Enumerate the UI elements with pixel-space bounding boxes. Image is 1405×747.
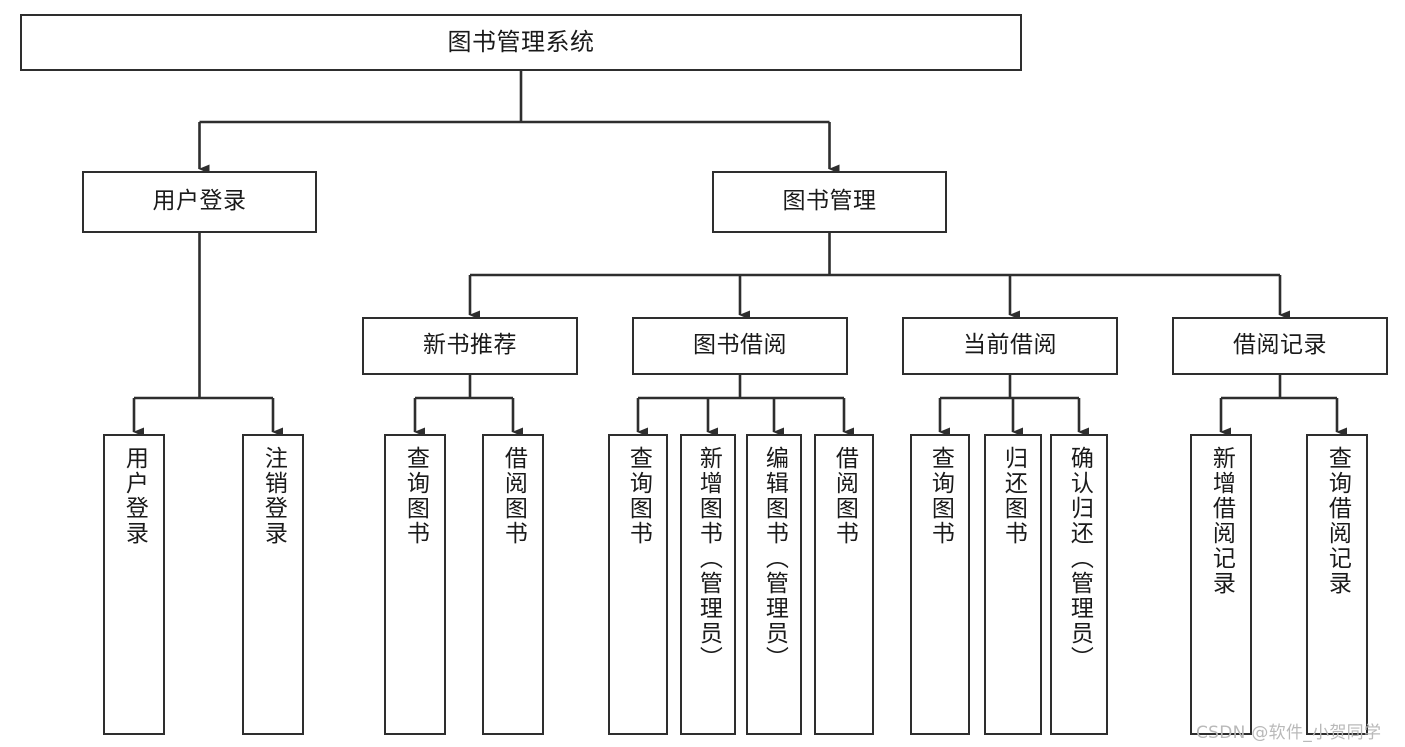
- node-label-user-login: 用户登录: [152, 188, 247, 215]
- node-leaf-query-book-2[interactable]: 查询图书: [608, 434, 668, 735]
- node-leaf-user-login[interactable]: 用户登录: [103, 434, 165, 735]
- node-label-leaf-query-book-1: 查询图书: [402, 446, 429, 546]
- node-label-root: 图书管理系统: [447, 28, 595, 57]
- node-label-leaf-add-borrow-record: 新增借阅记录: [1208, 446, 1235, 596]
- node-label-leaf-query-book-3: 查询图书: [927, 446, 954, 546]
- node-label-book-manage: 图书管理: [782, 188, 877, 215]
- node-leaf-query-book-1[interactable]: 查询图书: [384, 434, 446, 735]
- node-new-book-recommend[interactable]: 新书推荐: [362, 317, 578, 375]
- node-label-current-borrow: 当前借阅: [963, 332, 1057, 359]
- node-label-new-book-recommend: 新书推荐: [423, 332, 517, 359]
- node-label-borrow-record: 借阅记录: [1233, 332, 1327, 359]
- node-leaf-query-borrow-record[interactable]: 查询借阅记录: [1306, 434, 1368, 735]
- node-label-leaf-edit-book: 编辑图书（管理员）: [761, 446, 788, 671]
- node-label-book-borrow: 图书借阅: [693, 332, 787, 359]
- node-leaf-edit-book[interactable]: 编辑图书（管理员）: [746, 434, 802, 735]
- node-user-login[interactable]: 用户登录: [82, 171, 317, 233]
- node-label-leaf-add-book: 新增图书（管理员）: [695, 446, 722, 671]
- node-leaf-logout[interactable]: 注销登录: [242, 434, 304, 735]
- node-leaf-confirm-return[interactable]: 确认归还（管理员）: [1050, 434, 1108, 735]
- node-leaf-add-borrow-record[interactable]: 新增借阅记录: [1190, 434, 1252, 735]
- node-label-leaf-query-borrow-record: 查询借阅记录: [1324, 446, 1351, 596]
- node-root[interactable]: 图书管理系统: [20, 14, 1022, 71]
- node-label-leaf-user-login: 用户登录: [121, 446, 148, 546]
- node-borrow-record[interactable]: 借阅记录: [1172, 317, 1388, 375]
- node-leaf-add-book[interactable]: 新增图书（管理员）: [680, 434, 736, 735]
- node-leaf-borrow-book-2[interactable]: 借阅图书: [814, 434, 874, 735]
- node-leaf-query-book-3[interactable]: 查询图书: [910, 434, 970, 735]
- node-book-manage[interactable]: 图书管理: [712, 171, 947, 233]
- node-label-leaf-logout: 注销登录: [260, 446, 287, 546]
- node-book-borrow[interactable]: 图书借阅: [632, 317, 848, 375]
- node-label-leaf-return-book: 归还图书: [1000, 446, 1027, 546]
- watermark-text: CSDN @软件_小贺同学: [1196, 723, 1382, 743]
- node-label-leaf-confirm-return: 确认归还（管理员）: [1066, 446, 1093, 671]
- node-leaf-borrow-book-1[interactable]: 借阅图书: [482, 434, 544, 735]
- node-leaf-return-book[interactable]: 归还图书: [984, 434, 1042, 735]
- node-label-leaf-borrow-book-2: 借阅图书: [831, 446, 858, 546]
- node-label-leaf-borrow-book-1: 借阅图书: [500, 446, 527, 546]
- node-current-borrow[interactable]: 当前借阅: [902, 317, 1118, 375]
- node-label-leaf-query-book-2: 查询图书: [625, 446, 652, 546]
